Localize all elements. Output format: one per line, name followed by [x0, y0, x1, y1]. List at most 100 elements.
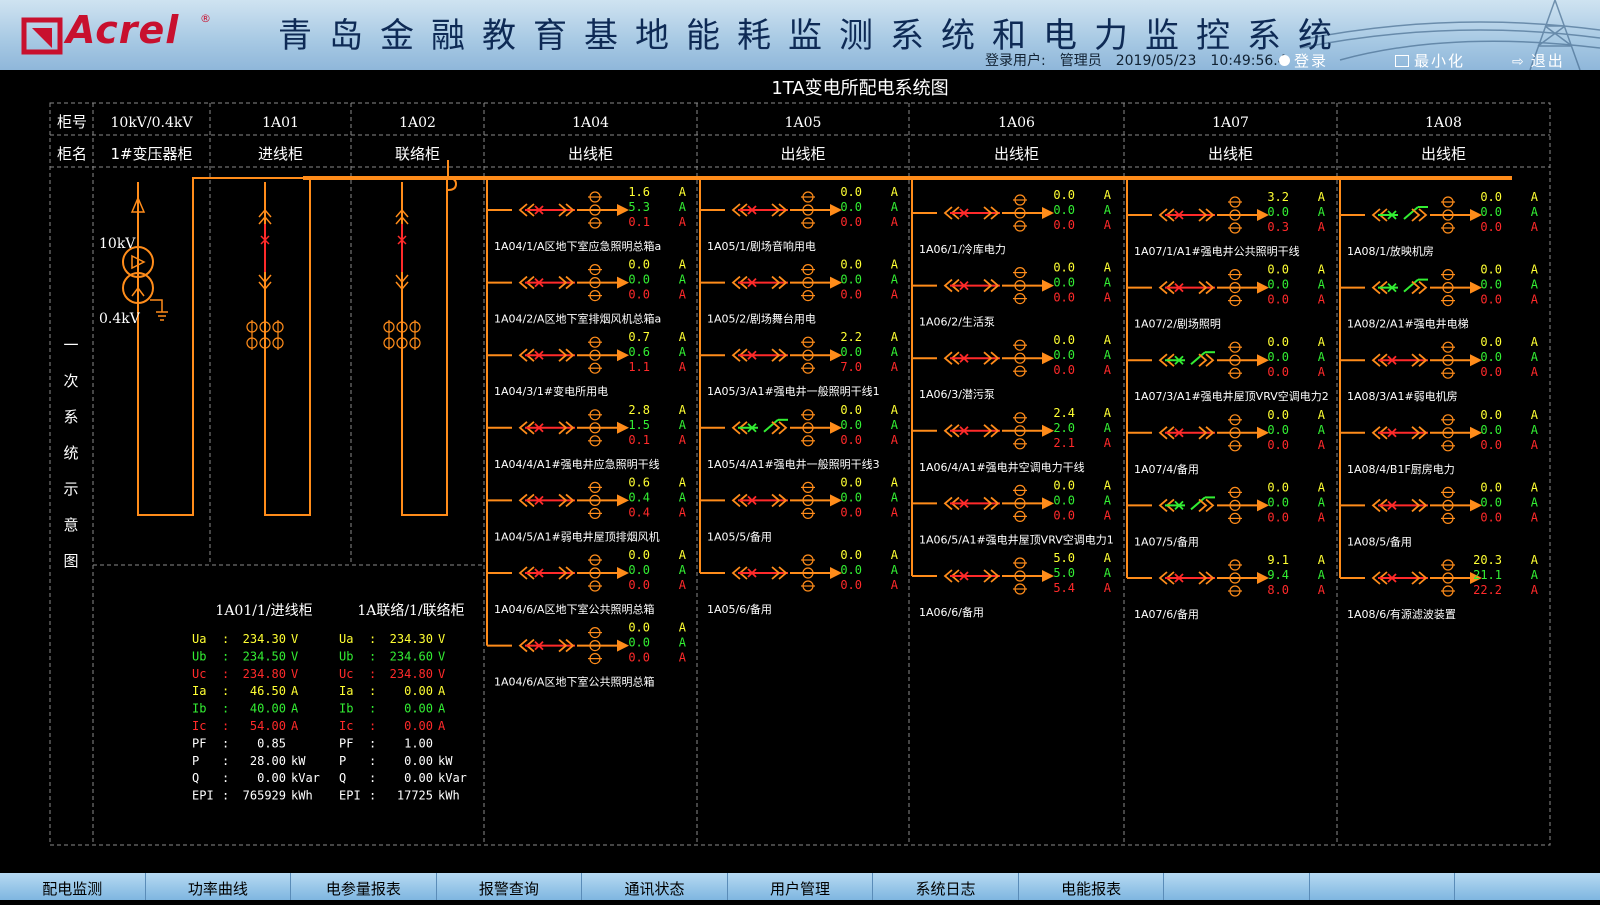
nav-tab-4[interactable]: 报警查询 [437, 873, 583, 900]
feeder-unit: A [1531, 205, 1539, 219]
meter-value: 234.80 [390, 667, 433, 681]
exit-icon: ⇨ [1512, 54, 1526, 70]
load-arrow-icon [1257, 281, 1269, 294]
feeder-current-ia: 0.0 [1267, 408, 1289, 422]
page-title: 1TA变电所配电系统图 [771, 78, 949, 99]
feeder-unit: A [1318, 438, 1326, 452]
minimize-button[interactable]: 最小化 [1395, 50, 1465, 70]
feeder-unit: A [679, 200, 687, 214]
meter-param-label: Ic [192, 719, 206, 733]
nav-tab-7[interactable]: 系统日志 [873, 873, 1019, 900]
nav-tab-1[interactable]: 配电监测 [0, 873, 146, 900]
meter-value: 28.00 [250, 754, 286, 768]
feeder-name: 1A08/1/放映机房 [1347, 244, 1434, 258]
meter-separator: : [369, 667, 376, 681]
feeder-current-ib: 0.0 [628, 636, 650, 650]
feeder-name: 1A04/4/A1#强电井应急照明干线 [494, 457, 660, 471]
cabinet-header: 柜号柜名10kV/0.4kV1#变压器柜1A01进线柜1A02联络柜1A04出线… [57, 113, 1466, 570]
meter-unit: kVar [291, 771, 320, 785]
cabinet-name: 出线柜 [568, 145, 613, 163]
nav-tab-5[interactable]: 通讯状态 [582, 873, 728, 900]
nav-tab-3[interactable]: 电参量报表 [291, 873, 437, 900]
nav-tab-6[interactable]: 用户管理 [728, 873, 874, 900]
exit-button[interactable]: ⇨退出 [1512, 50, 1565, 70]
meter-separator: : [369, 754, 376, 768]
breaker-icon [1174, 500, 1184, 511]
meter-value: 0.00 [404, 754, 433, 768]
feeder-unit: A [679, 288, 687, 302]
feeder-current-ia: 0.0 [840, 548, 862, 562]
meter-param-label: Ia [339, 684, 353, 698]
incomer-cabinet-1A01[interactable] [246, 178, 311, 516]
current-date: 2019/05/23 [1115, 53, 1197, 69]
load-arrow-icon [1042, 279, 1054, 292]
feeder-name: 1A08/4/B1F厨房电力 [1347, 463, 1455, 476]
feeder-current-ic: 0.1 [628, 215, 650, 229]
feeder-unit: A [1104, 261, 1112, 275]
feeder-current-ic: 0.0 [1053, 508, 1075, 522]
exit-label: 退出 [1530, 52, 1565, 70]
nav-tab-8[interactable]: 电能报表 [1019, 873, 1165, 900]
feeder-unit: A [891, 475, 899, 489]
feeder-current-ib: 0.4 [628, 490, 650, 504]
meter-value: 54.00 [250, 719, 286, 733]
load-arrow-icon [1470, 209, 1482, 221]
load-arrow-icon [830, 276, 842, 289]
nav-tab-empty[interactable] [1310, 873, 1456, 900]
meter-param-label: EPI [192, 789, 214, 803]
nav-tab-empty[interactable] [1164, 873, 1310, 900]
feeder-name: 1A06/1/冷库电力 [919, 243, 1006, 256]
feeder-current-ic: 0.0 [1053, 291, 1075, 305]
login-button[interactable]: 登录 [1279, 50, 1328, 70]
meter-separator: : [369, 632, 376, 646]
cabinet-grid [49, 102, 1551, 846]
feeder-unit: A [1318, 510, 1326, 524]
feeder-unit: A [1104, 291, 1112, 305]
feeder-unit: A [1531, 408, 1539, 422]
cabinet-number: 1A06 [998, 115, 1035, 131]
side-label-char: 图 [63, 552, 78, 570]
load-arrow-icon [617, 494, 629, 507]
tie-cabinet-1A02[interactable] [383, 178, 448, 516]
feeder-unit: A [1104, 493, 1112, 507]
feeder-unit: A [1531, 495, 1539, 509]
meter-separator: : [369, 736, 376, 750]
feeder-unit: A [1531, 263, 1539, 277]
nav-tab-empty[interactable] [1455, 873, 1600, 900]
nav-tab-2[interactable]: 功率曲线 [146, 873, 292, 900]
